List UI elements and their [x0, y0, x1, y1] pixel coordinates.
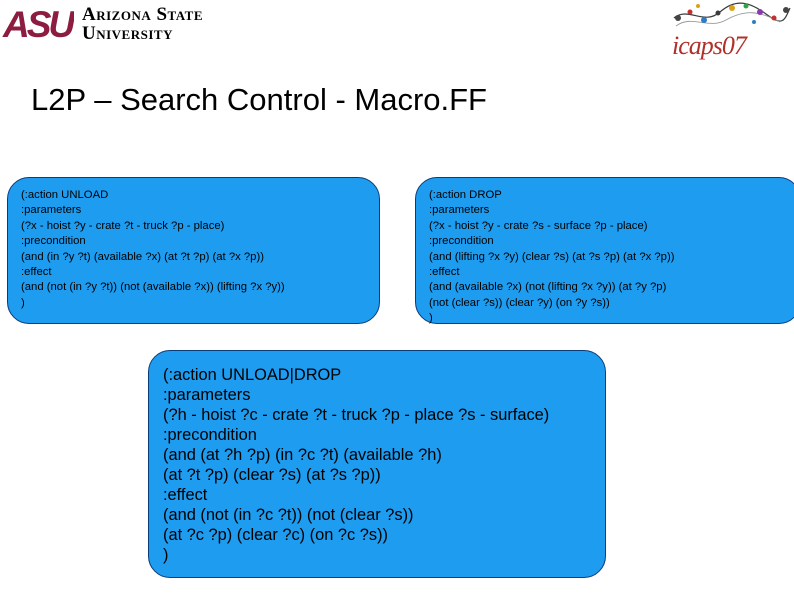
code-line: (at ?t ?p) (clear ?s) (at ?s ?p)): [163, 466, 381, 484]
code-line: (?h - hoist ?c - crate ?t - truck ?p - p…: [163, 406, 550, 424]
icaps-dot-icon: [757, 9, 763, 15]
code-line: (not (clear ?s)) (clear ?y) (on ?y ?s)): [429, 296, 610, 309]
code-line: (and (not (in ?y ?t)) (not (available ?x…: [21, 281, 285, 294]
asu-wordmark: Arizona State University: [82, 5, 203, 43]
code-line: :precondition: [21, 235, 86, 248]
icaps-dot-icon: [701, 17, 707, 23]
code-line: :effect: [429, 266, 460, 279]
macro-action-code: (:action UNLOAD|DROP :parameters (?h - hoi…: [163, 365, 549, 565]
code-line: (and (not (in ?c ?t)) (not (clear ?s)): [163, 506, 414, 524]
icaps-dot-icon: [696, 4, 700, 8]
icaps-dot-icon: [729, 5, 735, 11]
code-line: (and (lifting ?x ?y) (clear ?s) (at ?s ?…: [429, 250, 675, 263]
icaps-dot-icon: [752, 20, 756, 24]
icaps-dot-icon: [771, 15, 777, 21]
code-line: (and (in ?y ?t) (available ?x) (at ?t ?p…: [21, 250, 264, 263]
code-line: (at ?c ?p) (clear ?c) (on ?c ?s)): [163, 526, 388, 544]
asu-mark-icon: ASU: [2, 4, 74, 42]
icaps-dot-icon: [687, 9, 693, 15]
asu-logo: ASU Arizona State University: [2, 4, 212, 44]
icaps-dot-icon: [743, 3, 749, 9]
unload-action-code: (:action UNLOAD :parameters (?x - hoist ?y…: [21, 188, 285, 311]
code-line: (and (at ?h ?p) (in ?c ?t) (available ?h…: [163, 446, 442, 464]
page-title: L2P – Search Control - Macro.FF: [31, 82, 487, 117]
asu-mark-text: ASU: [2, 4, 74, 42]
asu-wordmark-line2: University: [82, 23, 173, 44]
icaps-dot-icon: [675, 15, 681, 21]
unload-action-box: [7, 177, 380, 324]
drop-action-box: [415, 177, 794, 324]
code-line: :precondition: [163, 426, 257, 444]
asu-wordmark-line1: Arizona State: [82, 4, 204, 25]
icaps-dot-icon: [715, 10, 721, 16]
code-line: :parameters: [163, 386, 251, 404]
code-line: (:action DROP: [429, 189, 502, 201]
code-line: ): [163, 546, 169, 564]
icaps-logo: icaps07: [672, 2, 791, 60]
code-line: (:action UNLOAD|DROP: [163, 366, 342, 384]
macro-action-box: [148, 350, 606, 578]
icaps-text: icaps07: [672, 31, 748, 60]
icaps-curve-icon: [673, 2, 791, 22]
code-line: (?x - hoist ?y - crate ?t - truck ?p - p…: [21, 219, 225, 232]
code-line: (:action UNLOAD: [21, 189, 109, 201]
code-line: ): [429, 312, 433, 325]
code-line: :parameters: [21, 204, 82, 217]
code-line: ): [21, 296, 25, 309]
code-line: :precondition: [429, 235, 494, 248]
code-line: :effect: [163, 486, 208, 504]
code-line: (?x - hoist ?y - crate ?s - surface ?p -…: [429, 219, 648, 232]
code-line: :parameters: [429, 204, 490, 217]
icaps-dot-icon: [783, 7, 789, 13]
icaps-curve-icon: [675, 12, 781, 27]
code-line: :effect: [21, 266, 52, 279]
drop-action-code: (:action DROP :parameters (?x - hoist ?y -…: [429, 188, 674, 327]
code-line: (and (available ?x) (not (lifting ?x ?y)…: [429, 281, 667, 294]
